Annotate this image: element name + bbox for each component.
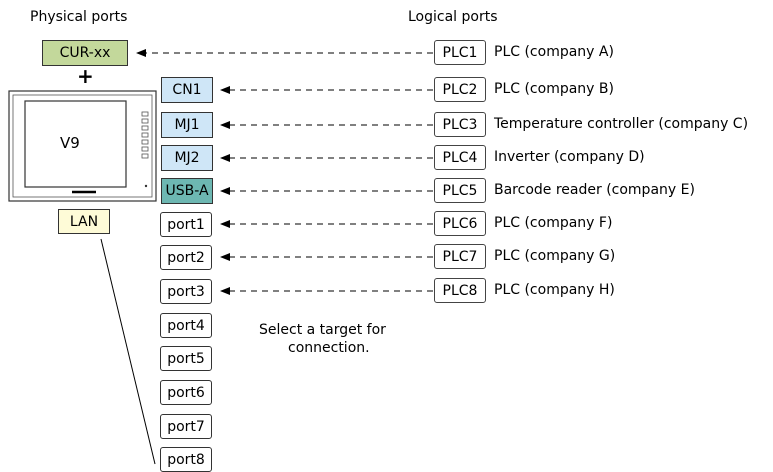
- logical-port-desc-1: PLC (company A): [494, 44, 614, 60]
- logical-port-desc-6: PLC (company F): [494, 215, 613, 231]
- plus-sign: +: [77, 64, 94, 88]
- port-ethernet-3[interactable]: port3: [160, 279, 212, 304]
- port-cur-xx[interactable]: CUR-xx: [42, 40, 128, 66]
- port-ethernet-7[interactable]: port7: [160, 414, 212, 439]
- logical-port-plc2[interactable]: PLC2: [434, 77, 486, 102]
- logical-port-plc5[interactable]: PLC5: [434, 178, 486, 203]
- logical-port-plc4[interactable]: PLC4: [434, 145, 486, 170]
- port-ethernet-4[interactable]: port4: [160, 313, 212, 338]
- logical-port-plc7[interactable]: PLC7: [434, 244, 486, 269]
- port-lan[interactable]: LAN: [58, 209, 110, 234]
- device-label: V9: [60, 134, 80, 152]
- logical-port-plc8[interactable]: PLC8: [434, 278, 486, 303]
- connection-note-line2: connection.: [288, 340, 370, 356]
- port-mj2[interactable]: MJ2: [161, 145, 213, 171]
- port-cn1[interactable]: CN1: [161, 77, 213, 103]
- logical-port-plc1[interactable]: PLC1: [434, 40, 486, 65]
- logical-port-desc-7: PLC (company G): [494, 248, 616, 264]
- logical-port-desc-4: Inverter (company D): [494, 149, 645, 165]
- lan-link-line: [100, 238, 156, 465]
- connection-note-line1: Select a target for: [259, 322, 386, 338]
- port-mj1[interactable]: MJ1: [161, 112, 213, 138]
- port-usb-a[interactable]: USB-A: [161, 178, 213, 204]
- port-ethernet-8[interactable]: port8: [160, 447, 212, 472]
- logical-port-desc-8: PLC (company H): [494, 282, 615, 298]
- logical-port-plc3[interactable]: PLC3: [434, 112, 486, 137]
- logical-port-desc-5: Barcode reader (company E): [494, 182, 695, 198]
- logical-port-plc6[interactable]: PLC6: [434, 211, 486, 236]
- port-ethernet-1[interactable]: port1: [160, 212, 212, 237]
- logical-port-desc-2: PLC (company B): [494, 81, 614, 97]
- logical-ports-heading: Logical ports: [408, 9, 498, 25]
- physical-ports-heading: Physical ports: [30, 9, 128, 25]
- port-ethernet-6[interactable]: port6: [160, 380, 212, 405]
- logical-port-desc-3: Temperature controller (company C): [494, 116, 749, 132]
- port-ethernet-5[interactable]: port5: [160, 346, 212, 371]
- v9-device: [8, 90, 157, 202]
- port-ethernet-2[interactable]: port2: [160, 245, 212, 270]
